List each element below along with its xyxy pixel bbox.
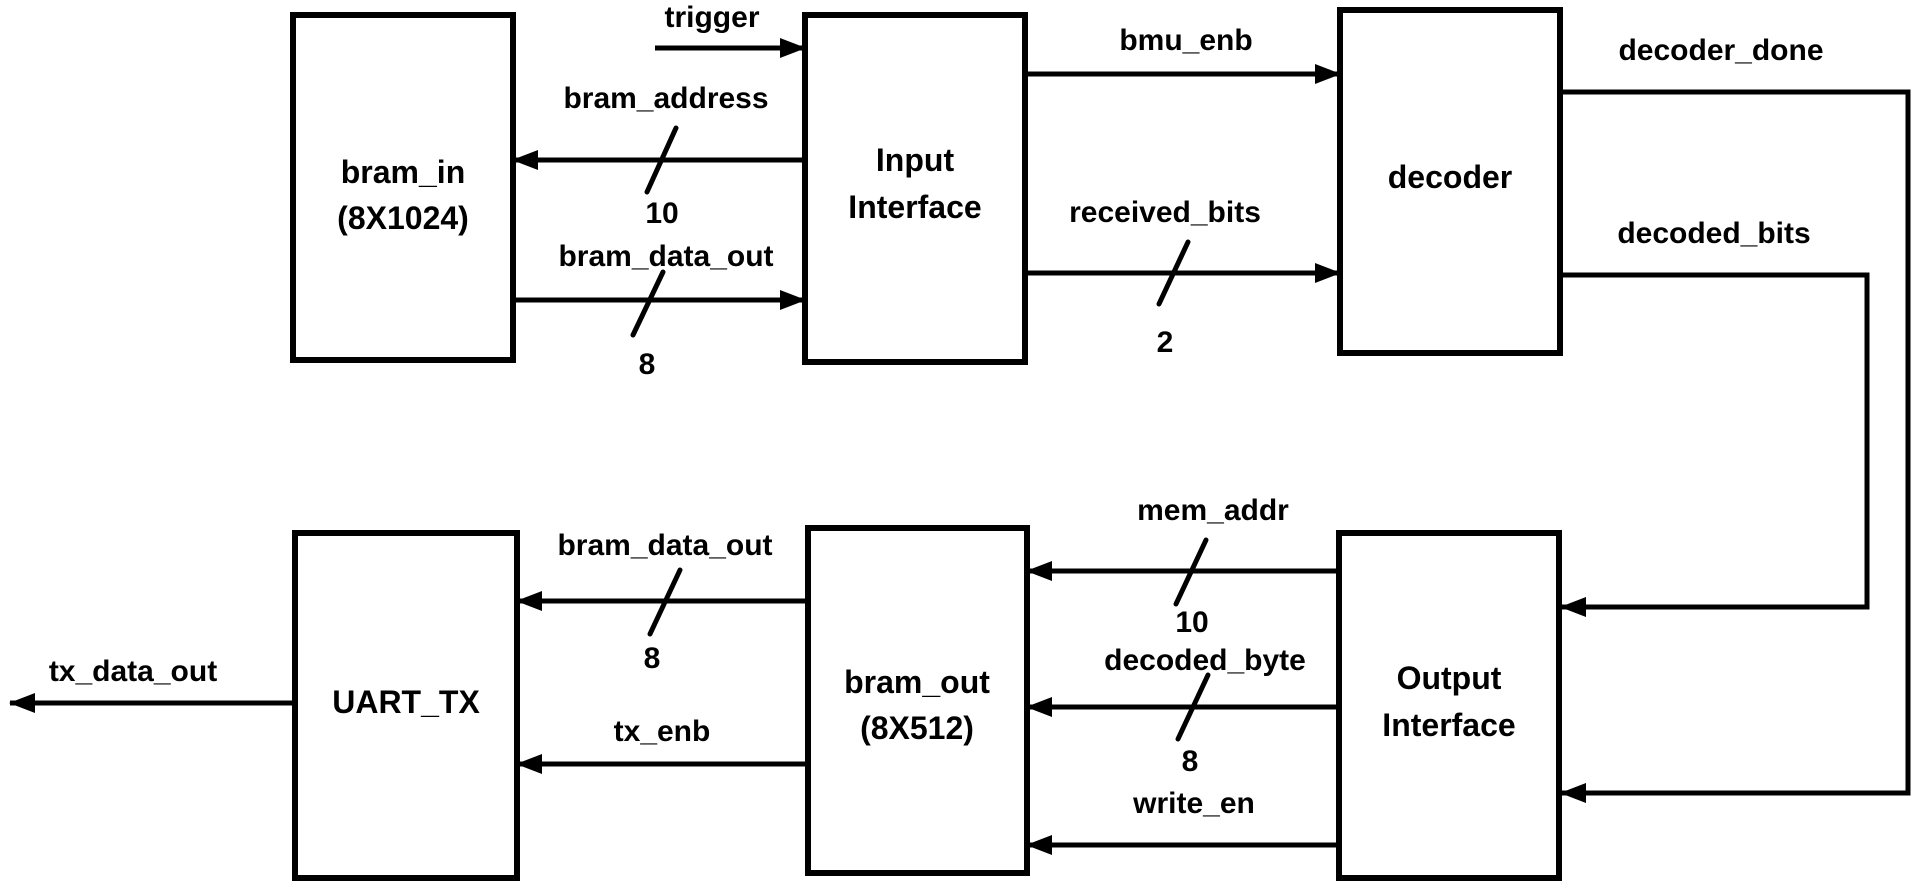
output-interface-block: Output Interface bbox=[1336, 530, 1562, 881]
signal-tx-enb: tx_enb bbox=[516, 715, 808, 774]
bram-data-out-top-bus-width: 8 bbox=[639, 348, 656, 381]
input-interface-block: Input Interface bbox=[802, 12, 1028, 365]
input-interface-title-line1: Input bbox=[876, 142, 955, 178]
received-bits-label: received_bits bbox=[1069, 196, 1261, 229]
uart-tx-box bbox=[292, 530, 520, 881]
bram-out-title: bram_out bbox=[844, 664, 990, 700]
output-interface-title-line1: Output bbox=[1397, 660, 1502, 696]
signal-bram-address: bram_address 10 bbox=[512, 82, 805, 230]
bram-data-out-bottom-bus-width: 8 bbox=[644, 642, 661, 675]
decoded-byte-bus-width: 8 bbox=[1182, 745, 1199, 778]
decoder-title: decoder bbox=[1388, 159, 1512, 195]
signal-decoded-bits: decoded_bits bbox=[1560, 217, 1870, 617]
input-interface-title-line2: Interface bbox=[848, 189, 981, 225]
bram-out-block: bram_out (8X512) bbox=[805, 525, 1030, 876]
bram-in-title: bram_in bbox=[341, 154, 465, 190]
decoder-block: decoder bbox=[1337, 7, 1563, 356]
signal-tx-data-out: tx_data_out bbox=[9, 655, 295, 713]
decoded-bits-wire bbox=[1560, 272, 1870, 617]
received-bits-bus-width: 2 bbox=[1157, 326, 1174, 359]
output-interface-box bbox=[1336, 530, 1562, 881]
mem-addr-bus-width: 10 bbox=[1175, 606, 1208, 639]
decoded-byte-label: decoded_byte bbox=[1104, 644, 1306, 677]
bram-data-out-bottom-label: bram_data_out bbox=[557, 529, 772, 562]
input-interface-box bbox=[802, 12, 1028, 365]
bram-in-block: bram_in (8X1024) bbox=[290, 12, 516, 363]
uart-tx-block: UART_TX bbox=[292, 530, 520, 881]
signal-trigger: trigger bbox=[655, 1, 806, 58]
bram-in-subtitle: (8X1024) bbox=[337, 200, 469, 236]
bram-data-out-top-bus-slash bbox=[630, 269, 666, 338]
signal-received-bits: received_bits 2 bbox=[1025, 196, 1341, 359]
tx-data-out-label: tx_data_out bbox=[49, 655, 217, 688]
mem-addr-label: mem_addr bbox=[1137, 494, 1289, 527]
output-interface-title-line2: Interface bbox=[1382, 707, 1515, 743]
decoder-done-wire bbox=[1560, 89, 1911, 803]
signal-bram-data-out-top: bram_data_out 8 bbox=[510, 240, 806, 381]
write-en-label: write_en bbox=[1132, 787, 1255, 820]
bmu-enb-label: bmu_enb bbox=[1119, 24, 1252, 57]
bram-data-out-top-label: bram_data_out bbox=[558, 240, 773, 273]
decoded-bits-label: decoded_bits bbox=[1617, 217, 1810, 250]
bram-out-subtitle: (8X512) bbox=[860, 710, 974, 746]
signal-mem-addr: mem_addr 10 bbox=[1026, 494, 1339, 639]
trigger-label: trigger bbox=[664, 1, 759, 34]
signal-decoder-done: decoder_done bbox=[1560, 34, 1911, 803]
signal-decoded-byte: decoded_byte 8 bbox=[1026, 644, 1339, 778]
bram-address-bus-slash bbox=[644, 125, 679, 195]
bram-in-box bbox=[290, 12, 516, 363]
received-bits-bus-slash bbox=[1156, 239, 1191, 307]
bram-out-box bbox=[805, 525, 1030, 876]
decoder-done-label: decoder_done bbox=[1618, 34, 1823, 67]
uart-tx-title: UART_TX bbox=[332, 684, 480, 720]
tx-enb-label: tx_enb bbox=[614, 715, 711, 748]
bram-data-out-bottom-bus-slash bbox=[647, 567, 683, 637]
bram-address-label: bram_address bbox=[563, 82, 768, 115]
decoder-box bbox=[1337, 7, 1563, 356]
bram-address-bus-width: 10 bbox=[645, 197, 678, 230]
signal-bmu-enb: bmu_enb bbox=[1025, 24, 1341, 84]
signal-write-en: write_en bbox=[1026, 787, 1339, 855]
decoded-byte-bus-slash bbox=[1175, 672, 1211, 742]
mem-addr-bus-slash bbox=[1173, 537, 1209, 607]
signal-bram-data-out-bottom: bram_data_out 8 bbox=[516, 529, 808, 675]
